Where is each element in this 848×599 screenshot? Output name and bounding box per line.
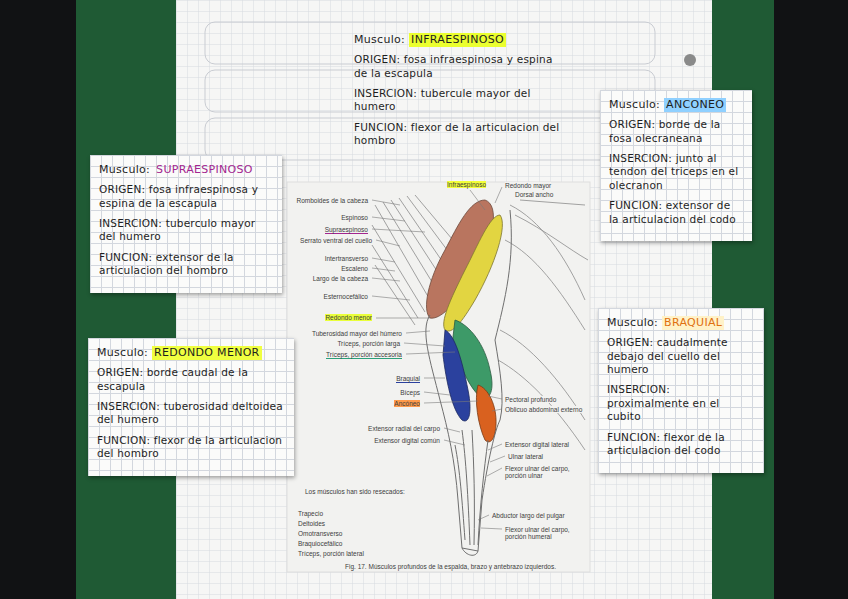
figure-label: Romboides de la cabeza: [296, 197, 368, 204]
muscle-card: Musculo: REDONDO MENOR ORIGEN: borde cauda…: [88, 338, 294, 476]
figure-label: Ancóneo: [394, 400, 420, 407]
figure-label: Espinoso: [341, 214, 368, 221]
figure-label: Intertransverso: [325, 255, 368, 262]
card-heading: Musculo:: [354, 33, 405, 47]
card-field: INSERCION: tubercule mayor del humero: [354, 87, 568, 114]
muscle-name: BRAQUIAL: [662, 316, 724, 330]
figure-label: Extensor digital común: [374, 437, 440, 444]
card-field: FUNCION: flexor de la articulacion del h…: [354, 121, 568, 148]
muscle-illustration: [372, 195, 588, 555]
figure-label: Extensor radial del carpo: [368, 425, 440, 432]
figure-label: Flexor ulnar del carpo, porción humeral: [505, 526, 585, 541]
card-field: INSERCION: proximalmente en el cubito: [607, 383, 755, 423]
figure-label: Bíceps: [400, 389, 420, 396]
figure-label: Supraespinoso: [325, 226, 368, 234]
card-field: FUNCION: flexor de la articulacion del c…: [607, 431, 755, 458]
card-field: ORIGEN: borde caudal de la escapula: [97, 366, 285, 393]
figure-label: Braquiocefálico: [298, 540, 342, 547]
card-field: ORIGEN: fosa infraespinosa y espina de l…: [354, 53, 568, 80]
figure-label: Infraespinoso: [447, 181, 486, 188]
figure-label: Escaleno: [341, 265, 368, 272]
punch-hole: [684, 54, 696, 66]
figure-label: Omotransverso: [298, 530, 342, 537]
figure-label: Ulnar lateral: [508, 453, 543, 460]
figure-label: Redondo mayor: [505, 182, 551, 189]
muscle-card: Musculo: SUPRAESPINOSO ORIGEN: fosa infrae…: [90, 155, 282, 293]
figure-label: Deltoides: [298, 520, 325, 527]
card-heading: Musculo:: [607, 316, 658, 330]
figure-label: Flexor ulnar del carpo, porción ulnar: [505, 465, 585, 480]
card-field: ORIGEN: borde de la fosa olecraneana: [609, 118, 743, 145]
figure-label: Dorsal ancho: [515, 191, 553, 198]
card-field: FUNCION: extensor de la articulacion del…: [99, 251, 273, 278]
card-field: FUNCION: flexor de la articulacion del h…: [97, 434, 285, 461]
muscle-name: SUPRAESPINOSO: [154, 163, 255, 177]
muscle-card: Musculo: BRAQUIAL ORIGEN: caudalmente deba…: [598, 308, 764, 473]
card-heading: Musculo:: [609, 98, 660, 112]
figure-label: Tuberosidad mayor del húmero: [312, 330, 402, 337]
figure-label: Serrato ventral del cuello: [300, 237, 372, 244]
figure-label: Braquial: [396, 375, 420, 383]
green-folder: [76, 0, 186, 599]
muscle-name: REDONDO MENOR: [152, 346, 261, 360]
form-fields: [205, 22, 655, 160]
card-heading: Musculo:: [99, 163, 150, 177]
card-field: INSERCION: tuberosidad deltoidea del hum…: [97, 400, 285, 427]
figure-label: Pectoral profundo: [505, 396, 556, 403]
figure-label: Esternocefálico: [324, 293, 368, 300]
muscle-card: Musculo: INFRAESPINOSO ORIGEN: fosa infrae…: [345, 25, 577, 163]
card-field: ORIGEN: caudalmente debajo del cuello de…: [607, 336, 755, 376]
figure-label: Tríceps, porción larga: [337, 340, 400, 347]
figure-label: Tríceps, porción accesoria: [326, 351, 402, 359]
figure-label: Largo de la cabeza: [313, 275, 368, 282]
figure-label: Oblicuo abdominal externo: [505, 406, 582, 413]
muscle-name: INFRAESPINOSO: [409, 33, 506, 47]
figure-label: Trapecio: [298, 510, 323, 517]
muscle-name: ANCONEO: [664, 98, 726, 112]
figure-caption: Fig. 17. Músculos profundos de la espald…: [345, 563, 556, 570]
figure-paper: [287, 182, 590, 572]
card-field: FUNCION: extensor de la articulacion del…: [609, 199, 743, 226]
figure-label: Abductor largo del pulgar: [492, 512, 565, 519]
card-field: INSERCION: junto al tendon del triceps e…: [609, 152, 743, 192]
figure-label: Tríceps, porción lateral: [298, 550, 364, 557]
figure-label: Extensor digital lateral: [505, 441, 569, 448]
figure-label: Redondo menor: [325, 314, 372, 321]
muscle-card: Musculo: ANCONEO ORIGEN: borde de la fosa …: [600, 90, 752, 241]
card-field: INSERCION: tuberculo mayor del humero: [99, 217, 273, 244]
figure-label: Los músculos han sido resecados:: [305, 488, 405, 495]
card-heading: Musculo:: [97, 346, 148, 360]
card-field: ORIGEN: fosa infraespinosa y espina de l…: [99, 183, 273, 210]
